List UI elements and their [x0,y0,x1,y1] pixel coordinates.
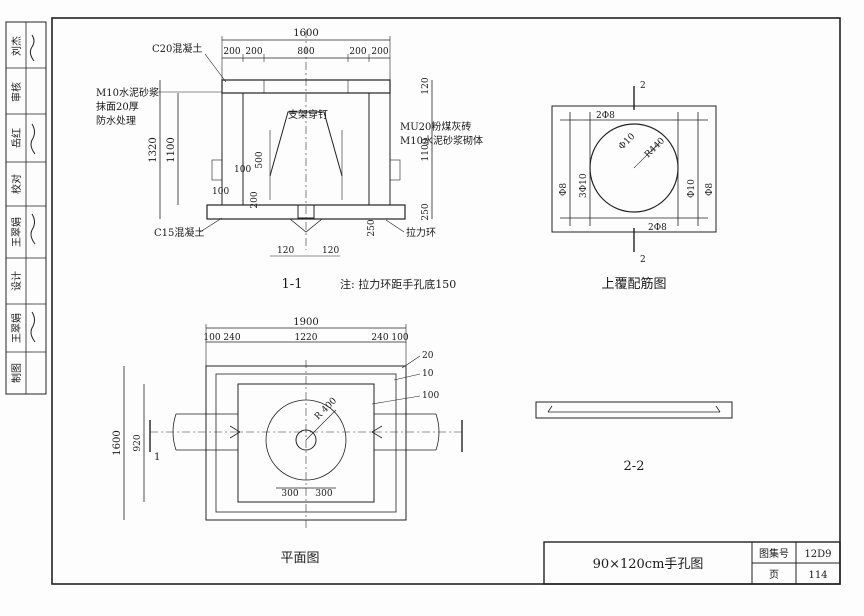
section-1-1-note: 注: 拉力环距手孔底150 [340,277,456,291]
label-c15: C15混凝土 [154,226,204,239]
plan-leader-10: 10 [422,369,434,379]
dim-1320: 1320 [148,137,159,162]
dim-1100-right: 1100 [421,138,431,161]
plan-dim-100-a: 100 [203,333,220,343]
plan-dim-1220: 1220 [295,333,318,343]
dim-250-right: 250 [421,203,431,220]
cover-label-top: 2Φ8 [596,111,615,121]
atlas-label: 图集号 [759,547,789,560]
plan-leader-100: 100 [422,391,439,401]
signature-mark-2 [30,123,36,155]
dim-120-a: 120 [277,246,294,256]
plan-section-mark-left: 1 [154,452,160,463]
signature-mark-3 [30,213,36,245]
plan-leader-20: 20 [422,351,434,361]
plan-dim-1600: 1600 [112,430,123,455]
plan-dim-240-b: 240 [371,333,388,343]
drawing-frame [51,17,841,585]
dim-200-vertical: 200 [250,191,260,208]
plan-dim-1900: 1900 [293,317,318,328]
cover-label-left-2: 3Φ10 [579,173,589,198]
plan-dim-920: 920 [133,434,143,451]
plan-view: 1900 100 240 1220 240 100 R 400 1 [112,317,463,566]
label-c20: C20混凝土 [152,42,202,55]
page-label: 页 [769,569,779,581]
dim-250-bottom: 250 [367,219,377,236]
dim-100-left: 100 [212,187,229,197]
drawing-title: 90×120cm手孔图 [593,557,704,572]
label-bracket: 支架穿钉 [288,108,328,121]
page-value: 114 [808,570,827,581]
label-mu20: MU20粉煤灰砖 [400,120,471,133]
dim-200-a: 200 [223,47,240,57]
cover-label-right-2: Φ8 [705,183,715,196]
sidebar-top-label: 刘杰 [11,36,23,56]
dim-1100-left: 1100 [166,137,177,162]
sidebar-item-check: 校对 [10,174,23,194]
dim-200-c: 200 [349,47,366,57]
dim-200-d: 200 [371,47,388,57]
plan-dim-240-a: 240 [223,333,240,343]
cover-section-mark-top: 2 [640,81,646,91]
sidebar-item-name-1: 岳红 [10,128,23,148]
sidebar-item-design: 设计 [10,271,23,291]
review-sidebar: 刘杰 审核 岳红 校对 王翠娟 设计 王翠娟 制图 [5,21,47,395]
section-1-1-title: 1-1 [282,277,303,292]
signature-mark-4 [30,311,36,343]
cover-label-bottom: 2Φ8 [648,223,667,233]
plan-dim-300-a: 300 [281,489,298,499]
atlas-value: 12D9 [804,549,831,560]
cover-section-mark-bottom: 2 [640,255,646,265]
section-2-2-title: 2-2 [624,459,645,474]
plan-title: 平面图 [280,551,319,566]
sidebar-item-review: 审核 [10,82,23,102]
label-ring: 拉力环 [406,226,436,239]
plan-dim-300-b: 300 [315,489,332,499]
sidebar-item-name-3: 王翠娟 [10,313,23,343]
sidebar-item-drawing: 制图 [10,363,23,383]
signature-mark-1 [29,34,35,62]
label-m10: M10水泥砂浆 [96,86,159,99]
dim-120-b: 120 [322,246,339,256]
label-mu20-b: M10水泥砂浆砌体 [400,134,483,147]
section-1-1: 1600 200 200 800 200 200 [96,28,483,292]
cover-label-right-1: Φ10 [687,179,697,198]
section-2-2-slab [535,401,733,419]
plan-dim-100-b: 100 [391,333,408,343]
cover-label-left-1: Φ8 [559,183,569,196]
dim-100-inner: 100 [234,165,251,175]
title-block: 90×120cm手孔图 图集号 12D9 页 114 [543,541,841,585]
dim-500: 500 [255,151,265,168]
sidebar-item-name-2: 王翠娟 [10,217,23,247]
cover-title: 上覆配筋图 [601,276,666,292]
label-m10-c: 防水处理 [96,114,136,127]
section-2-2: 2-2 [535,401,733,474]
dim-120-top: 120 [421,77,431,94]
dim-200-b: 200 [245,47,262,57]
label-m10-b: 抹面20厚 [96,100,139,113]
